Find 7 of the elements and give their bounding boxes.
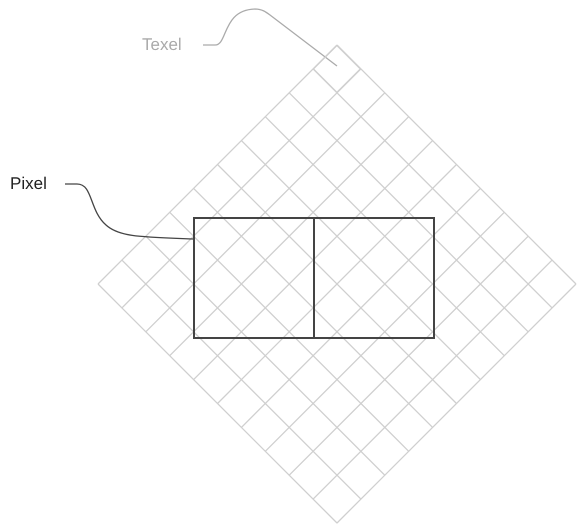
leader-line (65, 183, 194, 240)
pixel-square (313, 217, 435, 339)
pixel-label: Pixel (10, 174, 47, 194)
pixel-square (193, 217, 315, 339)
leader-line (203, 8, 338, 67)
texel-label: Texel (142, 35, 182, 55)
texel-cell (313, 45, 361, 93)
